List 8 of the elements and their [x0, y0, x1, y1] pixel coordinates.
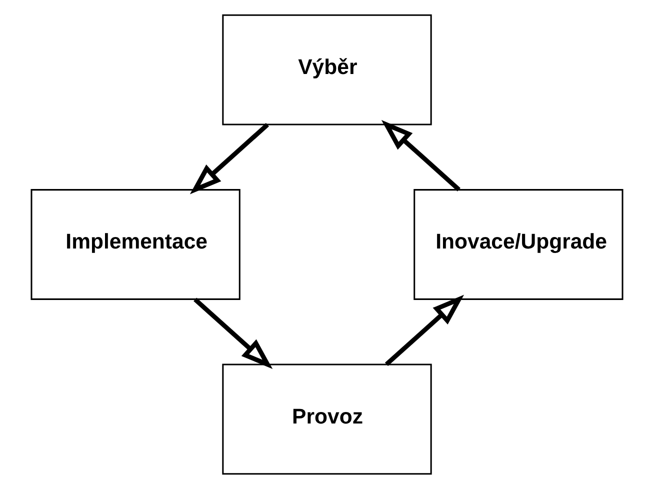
arrow [194, 297, 273, 368]
node-box: Provoz [222, 363, 432, 474]
arrow [384, 294, 464, 366]
arrow [381, 120, 460, 191]
node-box: Inovace/Upgrade [414, 188, 624, 300]
node-box: Implementace [30, 188, 240, 300]
arrow [190, 122, 269, 194]
node-box: Výběr [222, 14, 432, 125]
